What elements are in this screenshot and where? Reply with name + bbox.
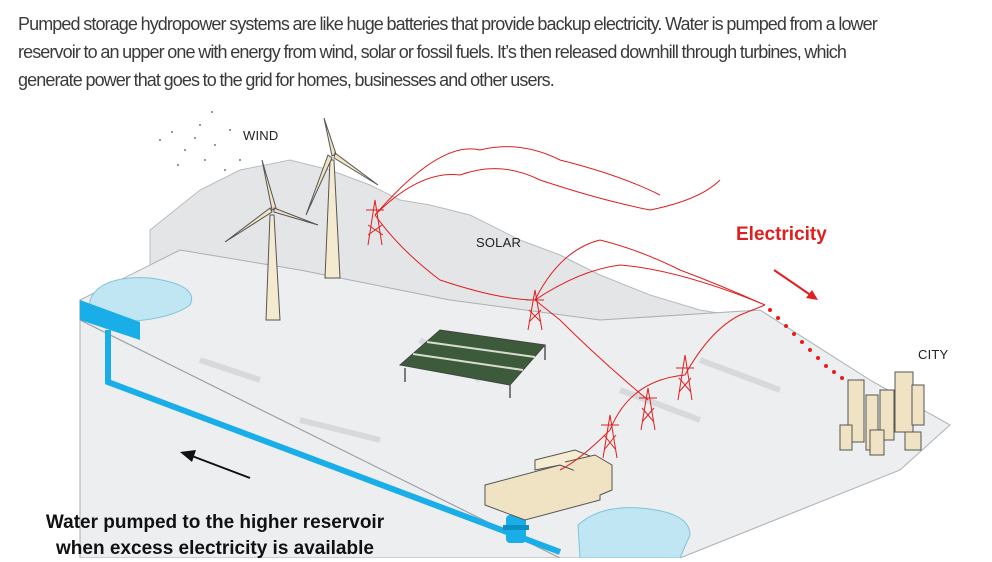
terrain-plateau — [79, 249, 951, 558]
reservoir-wall — [80, 300, 140, 340]
water-direction-arrow-icon — [180, 450, 251, 479]
label-city: CITY — [918, 347, 949, 362]
intro-line-1: Pumped storage hydropower systems are li… — [18, 14, 878, 34]
power-plant-building — [484, 449, 613, 521]
intro-text: Pumped storage hydropower systems are li… — [18, 10, 978, 94]
intro-line-3: generate power that goes to the grid for… — [18, 70, 555, 90]
wind-turbine-1 — [224, 159, 319, 321]
pylon-4 — [639, 387, 657, 431]
label-wind: WIND — [243, 128, 279, 143]
label-solar: SOLAR — [476, 235, 522, 250]
caption-line-2: when excess electricity is available — [56, 538, 374, 559]
caption-line-1: Water pumped to the higher reservoir — [45, 512, 385, 533]
electricity-arrow-icon — [773, 269, 818, 300]
power-lines — [374, 146, 766, 471]
lower-reservoir — [577, 507, 691, 558]
pylon-3 — [676, 354, 694, 401]
wind-turbine-2 — [305, 117, 379, 279]
wind-particles — [159, 111, 241, 171]
pylon-1 — [366, 199, 384, 246]
water-pipe — [105, 330, 562, 555]
pylon-5 — [601, 414, 619, 459]
solar-panel — [398, 329, 546, 398]
pylon-2 — [526, 289, 544, 331]
label-electricity: Electricity — [736, 224, 827, 245]
upper-reservoir — [89, 277, 192, 323]
intro-line-2: reservoir to an upper one with energy fr… — [18, 42, 847, 62]
city-buildings — [839, 371, 925, 456]
water-pumped-caption: Water pumped to the higher reservoir whe… — [30, 510, 400, 562]
